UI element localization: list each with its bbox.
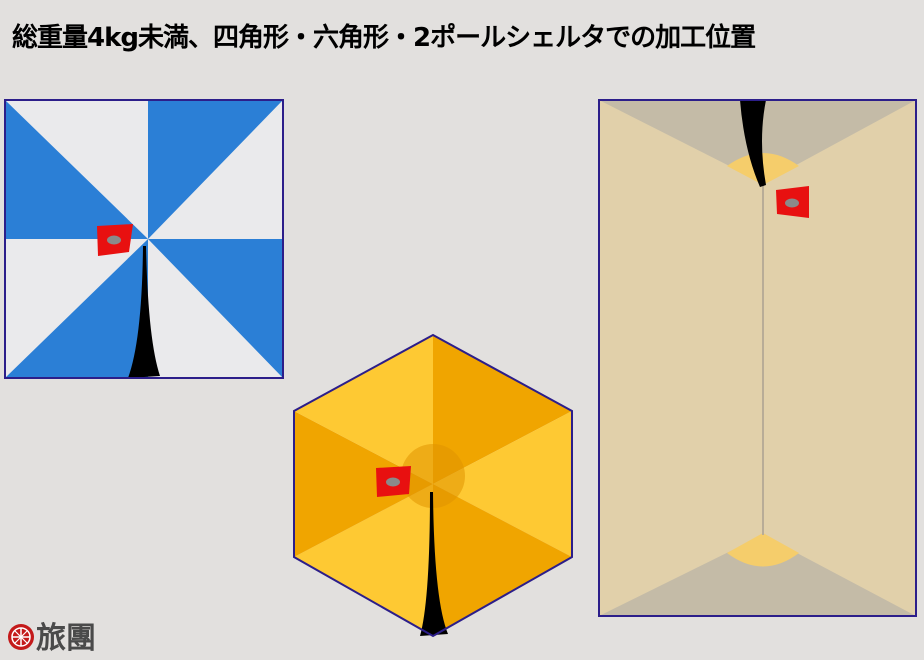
two-pole-shelter-body [599,100,916,616]
square-door-seam [128,246,160,378]
two-pole-shelter-outline [598,99,917,617]
square-shelter-outline [4,99,284,379]
hexagon-shelter [293,333,573,638]
hexagon-panel-4 [294,484,433,636]
hexagon-panel-2 [433,411,572,557]
square-panel-left [5,100,148,239]
two-pole-vent-bottom [727,533,799,567]
watermark-text: 旅團 [36,621,96,656]
square-panel-bottom [5,239,148,378]
hexagon-door-seam [420,492,448,636]
hexagon-center-vent [401,444,465,508]
two-pole-processing-hole [785,198,799,208]
hexagon-panel-5 [294,411,433,557]
square-processing-hole [107,235,121,245]
watermark: 旅團 [0,618,110,660]
two-pole-door-seam [740,100,766,187]
hexagon-processing-hole [386,477,400,487]
hexagon-panel-6 [294,335,433,484]
two-pole-shelter [598,99,917,617]
hexagon-panel-1 [433,335,572,484]
square-panel-right [148,239,283,378]
hexagon-shelter-outline [293,333,573,638]
watermark-logo-icon [8,624,34,650]
page-title: 総重量4kg未満、四角形・六角形・2ポールシェルタでの加工位置 [12,23,756,53]
square-shelter [4,99,284,379]
hexagon-panel-3 [433,484,572,636]
two-pole-end-bottom [599,535,916,616]
square-panel-top [148,100,283,239]
